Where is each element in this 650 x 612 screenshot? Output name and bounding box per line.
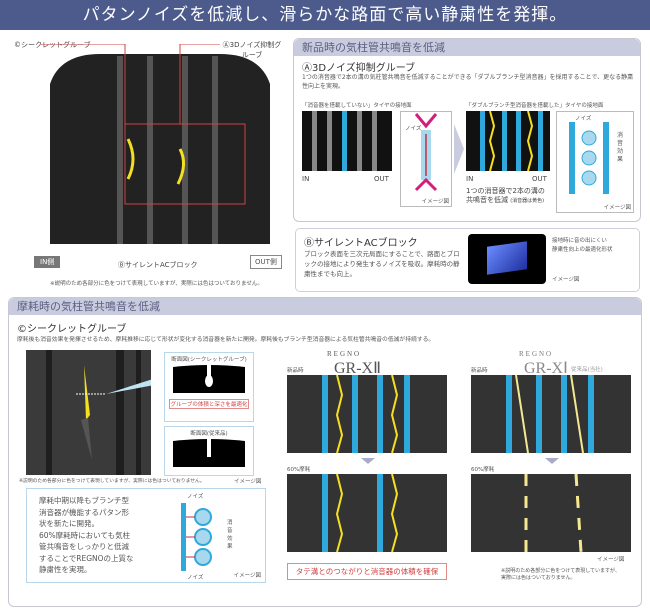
worn-note-2: ※説明のため各部分に色をつけて表現していますが、実際には色はついておりません。 — [501, 568, 620, 581]
noise-label: ノイズ — [405, 126, 422, 132]
image-label: イメージ図 — [603, 205, 631, 211]
in-label: IN — [302, 175, 310, 183]
in-label: IN — [466, 175, 474, 183]
worn-state-label: 60%摩耗 — [471, 467, 495, 473]
image-label: イメージ図 — [234, 479, 262, 485]
keep-label: タテ溝とのつながりと消音器の体積を確保 — [287, 563, 447, 580]
gr-x2-worn-tread — [287, 474, 447, 552]
section-secret-box: 断面図(シークレットグルーブ) グルーブの体積と深さを最適化 — [164, 352, 254, 422]
c-title: ©シークレットグルーブ — [17, 324, 127, 335]
worn-explain-box: 摩耗中期以降もブランチ型消音器が機能するパタン形状を新たに開発。60%摩耗時にお… — [26, 488, 266, 583]
plain-contact-patch — [302, 111, 392, 171]
double-branch-contact-patch — [466, 111, 550, 171]
noise-label: ノイズ — [187, 494, 204, 500]
right-caption: 「ダブルブランチ型消音器を搭載した」タイヤの接地面 — [466, 103, 604, 109]
model-new: GR-XⅡ — [334, 360, 381, 377]
image-label: イメージ図 — [597, 557, 625, 563]
new-state-label: 新品時 — [287, 368, 304, 374]
section-conventional-label: 断面図(従来品) — [190, 431, 228, 437]
out-label: OUT — [532, 175, 547, 183]
silent-block-image — [468, 234, 546, 284]
b-title: ⒷサイレントACブロック — [304, 238, 418, 249]
worn-section-header: 摩耗時の気柱管共鳴音を低減 — [9, 298, 641, 315]
page-banner: パタンノイズを低減し、滑らかな路面で高い静粛性を発揮。 — [0, 0, 650, 30]
optimize-label: グルーブの体積と深さを最適化 — [169, 399, 249, 409]
image-label: イメージ図 — [233, 573, 261, 579]
b-desc: ブロック表面を三次元局面にすることで、路面とブロックの接地により発生するノイズを… — [304, 250, 460, 278]
image-label: イメージ図 — [552, 277, 580, 283]
gr-x2-new-tread — [287, 375, 447, 453]
left-caption: 「消音器を搭載していない」タイヤの接地面 — [302, 103, 412, 109]
noise-label: ノイズ — [187, 575, 204, 581]
out-side-label: OUT側 — [250, 255, 282, 269]
section-conventional-box: 断面図(従来品) — [164, 426, 254, 476]
overview-note: ※説明のため各部分に色をつけて表現していますが、実際には色はついておりません。 — [50, 281, 263, 287]
worn-explain-text: 摩耗中期以降もブランチ型消音器が機能するパタン形状を新たに開発。60%摩耗時にお… — [39, 496, 134, 574]
effect-label: 消音効果 — [617, 132, 624, 163]
branch-muffler-diagram — [181, 503, 212, 571]
noise-diagram-double: 消音効果 ノイズ イメージ図 — [556, 111, 634, 213]
worn-state-label: 60%摩耗 — [287, 467, 311, 473]
noise-label: ノイズ — [575, 116, 592, 122]
down-arrow-icon — [361, 458, 375, 464]
new-tire-panel: 新品時の気柱管共鳴音を低減 Ⓐ3Dノイズ抑制グルーブ 1つの消音器で2本の溝の気… — [293, 38, 641, 222]
c-desc: 摩耗後も消音効果を発揮させるため、摩耗推移に応じて形状が変化する消音器を新たに開… — [17, 337, 435, 343]
section-secret-label: 断面図(シークレットグルーブ) — [171, 357, 247, 363]
brand-logo: REGNO — [327, 350, 362, 358]
arrow-icon — [454, 124, 464, 174]
silent-block-box: ⒷサイレントACブロック ブロック表面を三次元局面にすることで、路面とブロックの… — [295, 228, 640, 292]
label-secret-groove: ©シークレットグルーブ — [14, 41, 91, 49]
label-silent-block: ⒷサイレントACブロック — [118, 261, 198, 269]
section-secret-shape — [173, 365, 245, 393]
gr-x1-worn-tread — [471, 474, 631, 552]
brand-logo: REGNO — [519, 350, 554, 358]
b-side-text: 接地時に音の出にくい静粛性向上の最適化形状 — [552, 238, 613, 253]
label-3d-groove: Ⓐ3Dノイズ抑制グルーブ — [222, 41, 282, 59]
effect-label: 消音効果 — [227, 520, 233, 550]
double-note: 1つの消音器で2本の溝の共鳴音を低減 (消音器は黄色) — [466, 187, 545, 204]
out-label: OUT — [374, 175, 389, 183]
secret-groove-image — [26, 350, 151, 475]
a-title: Ⓐ3Dノイズ抑制グルーブ — [302, 63, 416, 74]
worn-tire-panel: 摩耗時の気柱管共鳴音を低減 ©シークレットグルーブ 摩耗後も消音効果を発揮させる… — [8, 297, 642, 607]
in-side-label: IN側 — [34, 256, 61, 268]
old-tag: 従来品(当社) — [571, 367, 603, 373]
new-section-header: 新品時の気柱管共鳴音を低減 — [294, 39, 640, 56]
gr-x1-new-tread — [471, 375, 631, 453]
a-desc: 1つの消音器で2本の溝の気柱管共鳴音を低減することができる「ダブルブランチ型消音… — [302, 74, 634, 90]
worn-note: ※説明のため各部分に色をつけて表現していますが、実際には色はついておりません。 — [19, 479, 205, 484]
model-old: GR-XⅠ — [524, 360, 568, 377]
tire-overview-image — [40, 44, 270, 244]
section-conventional-shape — [173, 439, 245, 467]
noise-diagram-plain: ノイズ イメージ図 — [400, 111, 452, 207]
new-state-label: 新品時 — [471, 368, 488, 374]
down-arrow-icon — [545, 458, 559, 464]
image-label: イメージ図 — [421, 199, 449, 205]
